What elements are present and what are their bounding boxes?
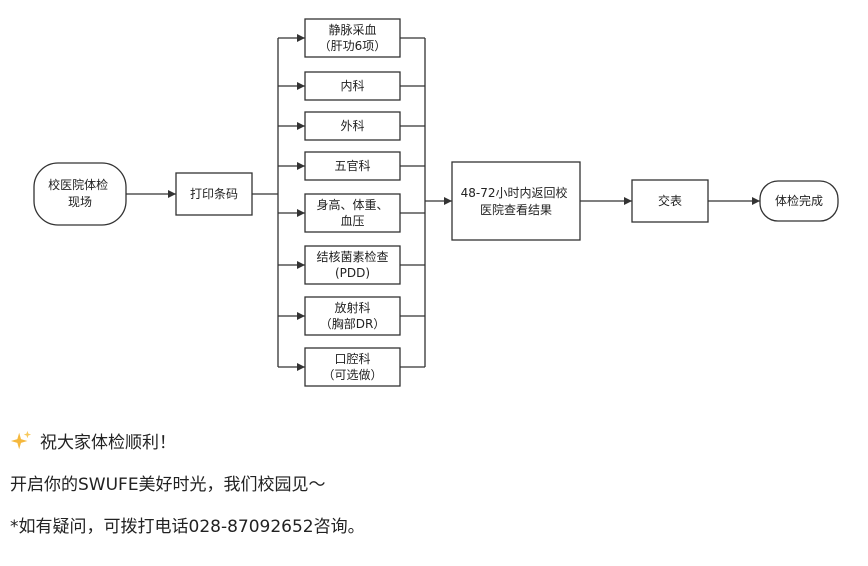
node-department-line: 口腔科 bbox=[334, 351, 370, 366]
node-start-line-1: 校医院体检 bbox=[48, 177, 108, 192]
sparkles-icon bbox=[10, 430, 32, 450]
flow-edges bbox=[126, 34, 760, 371]
node-department-box bbox=[304, 296, 401, 336]
node-department-line: 血压 bbox=[340, 214, 364, 228]
node-end: 体检完成 bbox=[759, 180, 839, 222]
note-wish-text: 祝大家体检顺利！ bbox=[40, 433, 176, 453]
node-department-label: 结核菌素检查 (PDD) bbox=[316, 249, 388, 280]
note-contact-text: *如有疑问，可拨打电话028-87092652咨询。 bbox=[10, 517, 365, 537]
node-department-line: (PDD) bbox=[335, 266, 370, 280]
department-edges bbox=[278, 34, 425, 371]
node-department: 口腔科（可选做） bbox=[304, 347, 401, 387]
node-department-line: 放射科 bbox=[334, 300, 370, 315]
node-department-label: 口腔科（可选做） bbox=[322, 351, 382, 382]
node-print: 打印条码 bbox=[175, 172, 253, 216]
node-results-line-2: 医院查看结果 bbox=[480, 203, 552, 217]
node-department-line: 静脉采血 bbox=[328, 22, 376, 37]
node-department-line: 五官科 bbox=[334, 158, 370, 173]
node-end-box bbox=[759, 180, 839, 222]
node-department: 静脉采血 （肝功6项） bbox=[304, 18, 401, 58]
node-department: 五官科 bbox=[304, 151, 401, 181]
node-submit-box bbox=[631, 179, 709, 223]
node-department-line: 结核菌素检查 bbox=[316, 249, 388, 264]
flowchart: 校医院体检 现场 打印条码 静脉采血（肝功6项）内科外科五官科身高、体重、血压结… bbox=[33, 18, 839, 387]
node-department: 放射科（胸部DR） bbox=[304, 296, 401, 336]
node-submit: 交表 bbox=[631, 179, 709, 223]
node-results-box bbox=[451, 161, 581, 241]
node-end-line-1: 体检完成 bbox=[775, 193, 823, 208]
note-welcome-text: 开启你的SWUFE美好时光，我们校园见～ bbox=[10, 475, 326, 495]
node-department: 身高、体重、血压 bbox=[304, 193, 401, 233]
node-department-box bbox=[304, 18, 401, 58]
node-department-label: 身高、体重、血压 bbox=[316, 197, 388, 228]
node-submit-label: 交表 bbox=[658, 193, 682, 208]
node-results: 48-72小时内返回校 医院查看结果 bbox=[451, 161, 581, 241]
sparkle-small bbox=[23, 430, 32, 439]
node-print-line-1: 打印条码 bbox=[190, 187, 238, 201]
node-department-line: 外科 bbox=[340, 119, 364, 133]
note-line-welcome: 开启你的SWUFE美好时光，我们校园见～ bbox=[10, 470, 326, 495]
node-end-label: 体检完成 bbox=[775, 193, 823, 208]
node-department-box bbox=[304, 111, 401, 141]
node-submit-line-1: 交表 bbox=[658, 193, 682, 208]
node-department-box bbox=[304, 151, 401, 181]
node-department-label: 内科 bbox=[340, 79, 364, 93]
node-results-line-1: 48-72小时内返回校 bbox=[461, 185, 568, 200]
node-department: 内科 bbox=[304, 71, 401, 101]
node-department-box bbox=[304, 193, 401, 233]
node-department-box bbox=[304, 347, 401, 387]
note-line-contact: *如有疑问，可拨打电话028-87092652咨询。 bbox=[10, 512, 365, 537]
note-line-wish: 祝大家体检顺利！ bbox=[10, 428, 176, 453]
node-print-box bbox=[175, 172, 253, 216]
node-department-line: 身高、体重、 bbox=[316, 197, 388, 212]
department-nodes: 静脉采血（肝功6项）内科外科五官科身高、体重、血压结核菌素检查(PDD)放射科（… bbox=[304, 18, 401, 387]
node-print-label: 打印条码 bbox=[190, 187, 238, 201]
sparkle-large bbox=[10, 432, 28, 450]
node-department-line: （肝功6项） bbox=[319, 39, 387, 53]
node-start: 校医院体检 现场 bbox=[33, 162, 127, 226]
node-department: 外科 bbox=[304, 111, 401, 141]
node-department-label: 放射科（胸部DR） bbox=[320, 300, 386, 331]
node-department-label: 静脉采血 （肝功6项） bbox=[319, 22, 387, 53]
node-department-box bbox=[304, 71, 401, 101]
node-department-box bbox=[304, 245, 401, 285]
node-department-label: 五官科 bbox=[334, 158, 370, 173]
node-department-label: 外科 bbox=[340, 119, 364, 133]
node-start-label: 校医院体检 现场 bbox=[48, 177, 112, 209]
node-start-line-2: 现场 bbox=[68, 195, 92, 209]
node-department-line: （胸部DR） bbox=[320, 316, 386, 331]
node-start-box bbox=[33, 162, 127, 226]
node-results-label: 48-72小时内返回校 医院查看结果 bbox=[461, 185, 572, 217]
node-department: 结核菌素检查 (PDD) bbox=[304, 245, 401, 285]
node-department-line: 内科 bbox=[340, 79, 364, 93]
node-department-line: （可选做） bbox=[322, 367, 382, 382]
